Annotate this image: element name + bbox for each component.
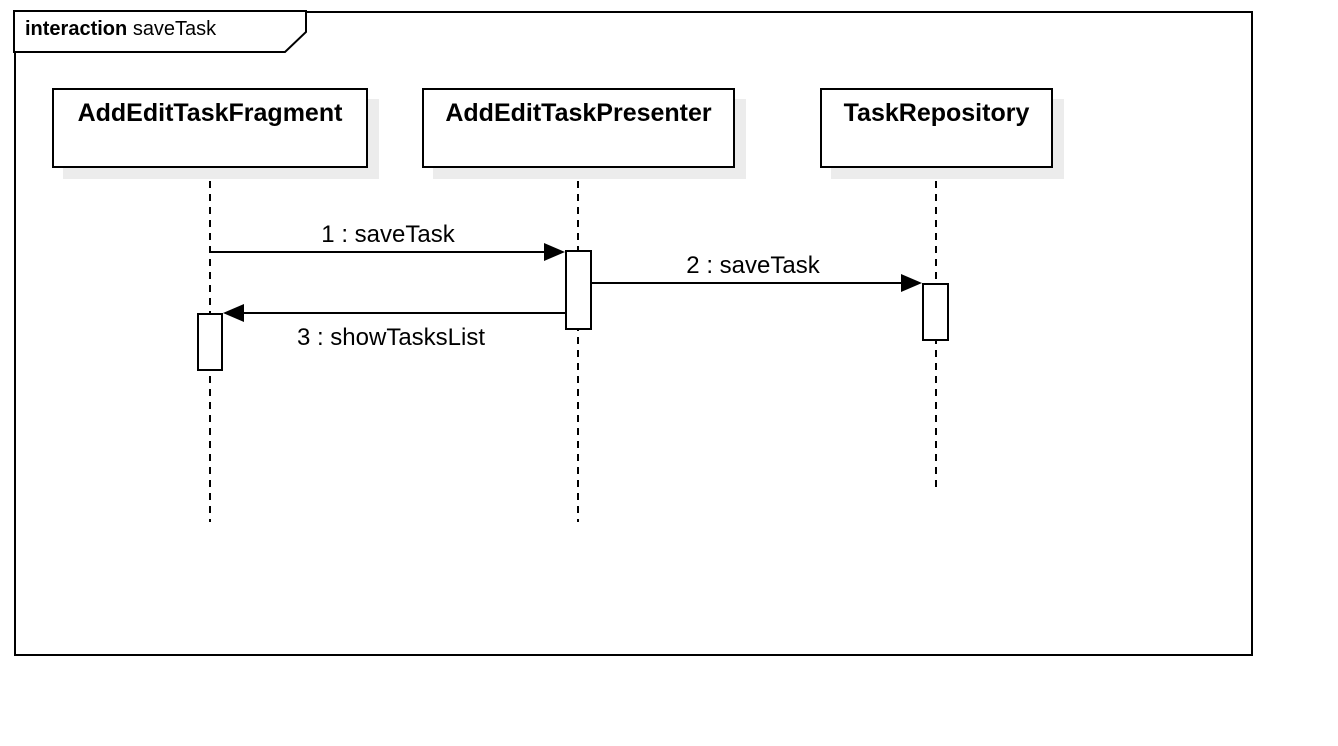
lifeline-name-label: AddEditTaskFragment: [77, 99, 343, 127]
frame-name-label: saveTask: [132, 18, 217, 40]
lifeline-name-label: TaskRepository: [843, 99, 1030, 127]
arrowhead-right-icon: [544, 243, 565, 261]
arrowhead-left-icon: [223, 304, 244, 322]
message-2-line[interactable]: [592, 282, 904, 284]
lifeline-head-addedittaskfragment[interactable]: AddEditTaskFragment: [52, 88, 368, 168]
activation-addedittaskfragment[interactable]: [197, 313, 223, 371]
lifeline-head-addedittaskpresenter[interactable]: AddEditTaskPresenter: [422, 88, 735, 168]
message-3-line[interactable]: [241, 312, 565, 314]
activation-taskrepository[interactable]: [922, 283, 949, 341]
frame-title: interaction saveTask: [25, 18, 216, 41]
interaction-frame: [14, 11, 1253, 656]
activation-addedittaskpresenter[interactable]: [565, 250, 592, 330]
lifeline-name-label: AddEditTaskPresenter: [445, 99, 712, 127]
lifeline-head-taskrepository[interactable]: TaskRepository: [820, 88, 1053, 168]
frame-tab-shape[interactable]: [13, 10, 309, 55]
lifeline-addedittaskpresenter[interactable]: [577, 168, 579, 522]
message-2-label[interactable]: 2 : saveTask: [686, 252, 820, 279]
message-1-label[interactable]: 1 : saveTask: [321, 221, 455, 248]
message-1-line[interactable]: [211, 251, 547, 253]
message-3-label[interactable]: 3 : showTasksList: [296, 324, 486, 351]
frame-keyword-label: interaction: [25, 18, 128, 40]
arrowhead-right-icon: [901, 274, 922, 292]
